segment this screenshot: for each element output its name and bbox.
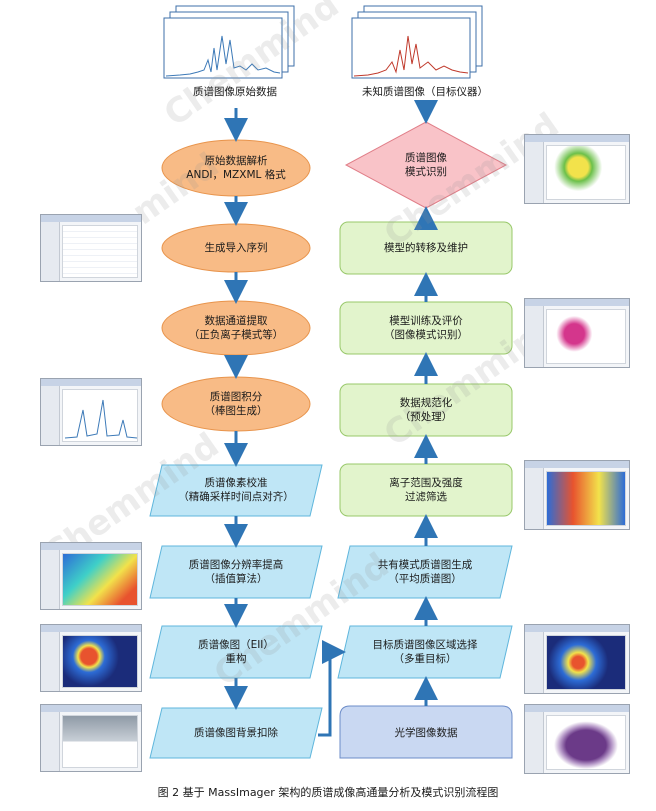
label-integrate: 质谱图积分（棒图生成） (204, 391, 268, 417)
right-spectrum-label: 未知质谱图像（目标仪器） (362, 86, 488, 98)
software-screenshot-icon (524, 704, 630, 774)
right-flow-arrows (318, 100, 438, 737)
figure-caption: 图 2 基于 MassImager 架构的质谱成像高通量分析及模式识别流程图 (157, 786, 499, 799)
software-screenshot-icon (524, 624, 630, 694)
node-calibrate[interactable] (149, 464, 323, 517)
software-screenshot-icon (40, 378, 142, 446)
software-screenshot-icon (40, 624, 142, 692)
label-recognize: 质谱图像模式识别 (405, 152, 447, 178)
label-background: 质谱像图背景扣除 (194, 727, 278, 739)
label-optical: 光学图像数据 (394, 727, 458, 739)
software-screenshot-icon (524, 460, 630, 530)
node-optical[interactable] (339, 705, 513, 759)
software-screenshot-icon (40, 542, 142, 610)
node-resolution[interactable] (149, 545, 323, 599)
node-background[interactable] (149, 707, 323, 759)
right-spectrum-stack-icon (351, 5, 483, 79)
node-common[interactable] (337, 545, 513, 599)
label-normalize: 数据规范化（预处理） (399, 397, 453, 423)
left-spectrum-stack-icon (163, 5, 295, 79)
label-common: 共有模式质谱图生成（平均质谱图） (377, 559, 473, 585)
label-filter: 离子范围及强度过滤筛选 (389, 477, 463, 503)
software-screenshot-icon (40, 704, 142, 772)
left-spectrum-label: 质谱图像原始数据 (193, 86, 277, 98)
node-reconstruct[interactable] (149, 625, 323, 679)
label-import: 生成导入序列 (204, 242, 268, 254)
label-extract: 数据通道提取（正负离子模式等） (188, 315, 284, 341)
software-screenshot-icon (40, 214, 142, 282)
label-region: 目标质谱图像区域选择（多重目标） (372, 639, 478, 665)
label-train: 模型训练及评价（图像模式识别） (384, 315, 468, 341)
software-screenshot-icon (524, 298, 630, 368)
software-screenshot-icon (524, 134, 630, 204)
label-transfer: 模型的转移及维护 (384, 242, 468, 254)
label-reconstruct: 质谱像图（EII）重构 (198, 639, 274, 665)
label-resolution: 质谱图像分辨率提高（插值算法） (188, 559, 284, 585)
label-calibrate: 质谱像素校准（精确采样时间点对齐） (178, 477, 294, 503)
